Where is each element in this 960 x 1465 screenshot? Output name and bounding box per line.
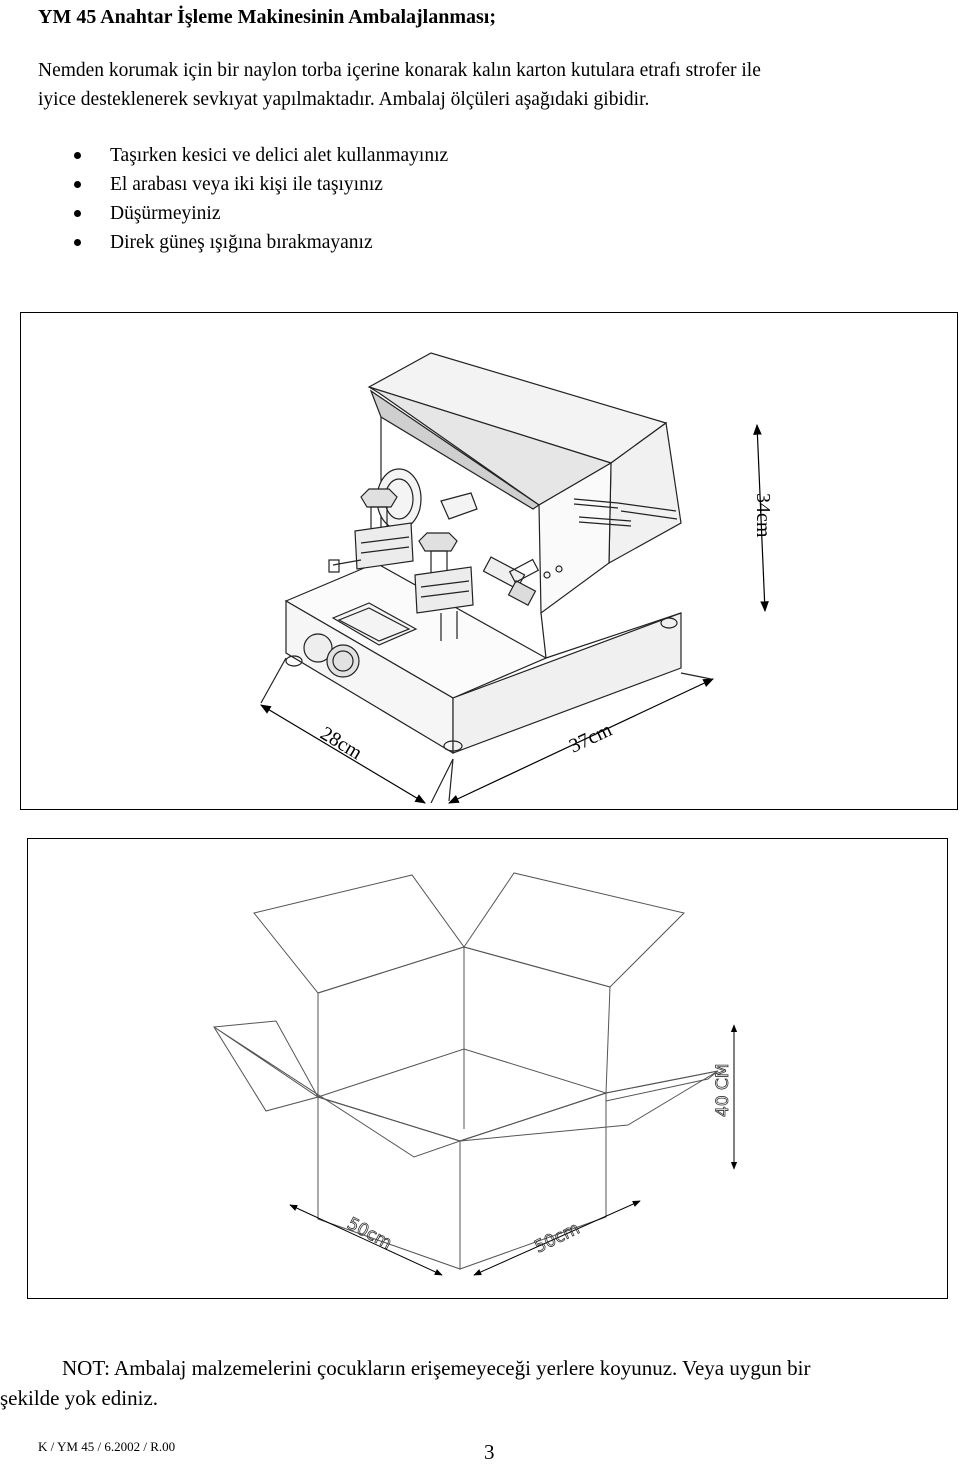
page-number: 3	[484, 1440, 495, 1464]
box-depth-label: 50cm	[344, 1214, 395, 1254]
note-line-2: şekilde yok ediniz.	[0, 1386, 159, 1410]
warning-item: Direk güneş ışığına bırakmayanız	[70, 228, 448, 257]
width-dimension-line	[448, 678, 714, 804]
warning-text: Taşırken kesici ve delici alet kullanmay…	[110, 145, 449, 166]
depth-dimension-line	[260, 704, 426, 804]
note-line-1: NOT: Ambalaj malzemelerini çocukların er…	[62, 1356, 811, 1380]
box-outline	[213, 872, 719, 1270]
note-paragraph: NOT: Ambalaj malzemelerini çocukların er…	[0, 1353, 940, 1413]
box-drawing: 40 CM 50cm 50cm	[213, 872, 738, 1276]
height-dimension-line	[753, 423, 769, 613]
intro-paragraph: Nemden korumak için bir naylon torba içe…	[38, 56, 938, 114]
machine-figure: 34cm 28cm 37cm	[20, 312, 958, 810]
machine-body	[284, 352, 682, 755]
warning-item: Düşürmeyiniz	[70, 199, 448, 228]
bullet-icon	[74, 181, 81, 188]
box-width-label: 50cm	[531, 1219, 583, 1258]
warning-item: Taşırken kesici ve delici alet kullanmay…	[70, 141, 448, 170]
footer-code: K / YM 45 / 6.2002 / R.00	[38, 1439, 176, 1454]
warning-text: El arabası veya iki kişi ile taşıyınız	[110, 174, 383, 195]
intro-line-1: Nemden korumak için bir naylon torba içe…	[38, 60, 761, 81]
bullet-icon	[74, 239, 81, 246]
page-title: YM 45 Anahtar İşleme Makinesinin Ambalaj…	[38, 6, 496, 28]
machine-height-label: 34cm	[752, 493, 774, 538]
intro-line-2: iyice desteklenerek sevkıyat yapılmaktad…	[38, 89, 650, 110]
machine-drawing: 34cm 28cm 37cm	[260, 352, 774, 804]
warning-item: El arabası veya iki kişi ile taşıyınız	[70, 170, 448, 199]
box-figure: 40 CM 50cm 50cm	[27, 838, 948, 1299]
warning-text: Direk güneş ışığına bırakmayanız	[110, 232, 373, 253]
box-height-label: 40 CM	[713, 1063, 733, 1117]
warning-text: Düşürmeyiniz	[110, 203, 221, 224]
warning-list: Taşırken kesici ve delici alet kullanmay…	[70, 141, 448, 257]
machine-depth-label: 28cm	[316, 722, 366, 764]
bullet-icon	[74, 152, 81, 159]
box-width-dimension-line	[473, 1200, 641, 1276]
bullet-icon	[74, 210, 81, 217]
box-depth-dimension-line	[289, 1204, 443, 1276]
machine-width-label: 37cm	[566, 719, 616, 758]
